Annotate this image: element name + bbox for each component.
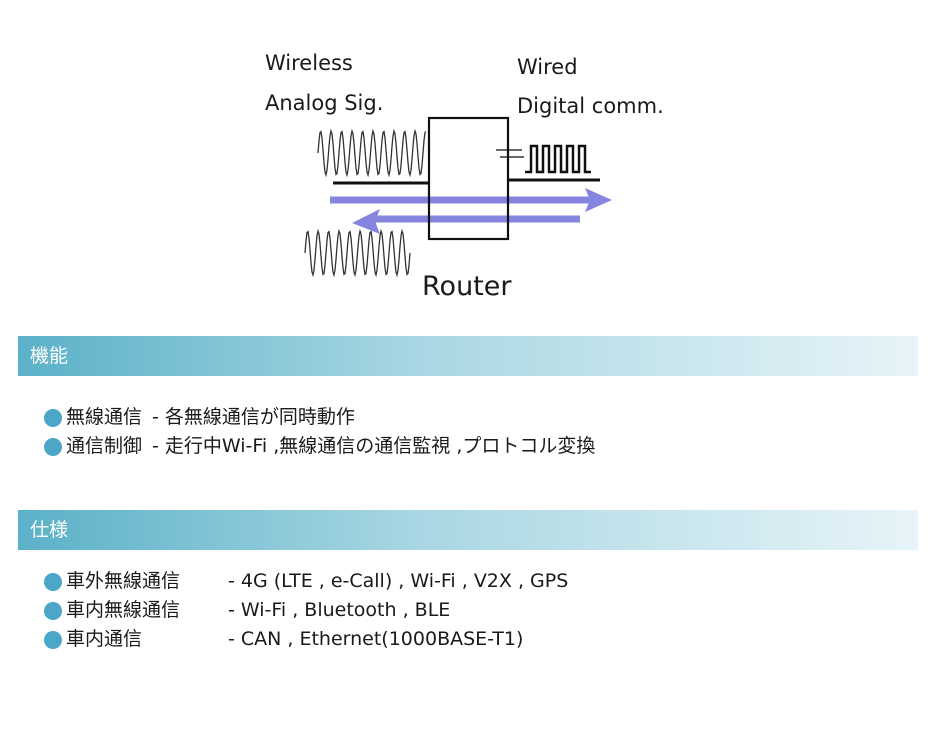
- function-item: 無線通信 - 各無線通信が同時動作: [44, 403, 595, 432]
- bullet-icon: [44, 630, 62, 649]
- function-name: 無線通信: [66, 406, 143, 428]
- arrow-right-head: [585, 188, 612, 212]
- spec-description: 4G (LTE , e-Call) , Wi-Fi , V2X , GPS: [240, 570, 569, 592]
- bullet-icon: [44, 408, 62, 427]
- spec-item: 車内無線通信 - Wi-Fi , Bluetooth , BLE: [44, 596, 568, 625]
- separator: -: [228, 628, 235, 650]
- bullet-icon: [44, 437, 62, 456]
- function-description: 各無線通信が同時動作: [164, 406, 355, 428]
- spec-name: 車内無線通信: [66, 599, 181, 621]
- spec-name: 車外無線通信: [66, 570, 181, 592]
- arrow-left-head: [352, 209, 380, 234]
- separator: -: [152, 435, 159, 457]
- functions-header: 機能: [18, 336, 918, 376]
- function-name: 通信制御: [66, 435, 143, 457]
- router-diagram: Wireless Analog Sig. Wired Digital comm.…: [265, 51, 664, 302]
- spec-item: 車内通信 - CAN , Ethernet(1000BASE-T1): [44, 625, 568, 654]
- spec-item: 車外無線通信 - 4G (LTE , e-Call) , Wi-Fi , V2X…: [44, 567, 568, 596]
- specs-list: 車外無線通信 - 4G (LTE , e-Call) , Wi-Fi , V2X…: [44, 567, 568, 654]
- wired-label-line2: Digital comm.: [517, 94, 664, 118]
- router-box: [427, 116, 510, 241]
- spec-description: Wi-Fi , Bluetooth , BLE: [240, 599, 451, 621]
- router-label: Router: [422, 271, 512, 302]
- separator: -: [228, 599, 235, 621]
- digital-signal: [525, 144, 591, 174]
- separator: -: [228, 570, 235, 592]
- wireless-wave-top: [317, 128, 427, 178]
- spec-description: CAN , Ethernet(1000BASE-T1): [240, 628, 524, 650]
- wireless-label-line2: Analog Sig.: [265, 91, 383, 115]
- spec-name: 車内通信: [66, 628, 143, 650]
- bullet-icon: [44, 572, 62, 591]
- wired-label-line1: Wired: [517, 55, 578, 79]
- function-item: 通信制御 - 走行中Wi-Fi ,無線通信の通信監視 ,プロトコル変換: [44, 432, 595, 461]
- wireless-wave-bottom: [304, 228, 411, 278]
- bullet-icon: [44, 601, 62, 620]
- wireless-label-line1: Wireless: [265, 51, 353, 75]
- function-description: 走行中Wi-Fi ,無線通信の通信監視 ,プロトコル変換: [164, 435, 596, 457]
- functions-list: 無線通信 - 各無線通信が同時動作 通信制御 - 走行中Wi-Fi ,無線通信の…: [44, 403, 595, 461]
- specs-header: 仕様: [18, 510, 918, 550]
- separator: -: [152, 406, 159, 428]
